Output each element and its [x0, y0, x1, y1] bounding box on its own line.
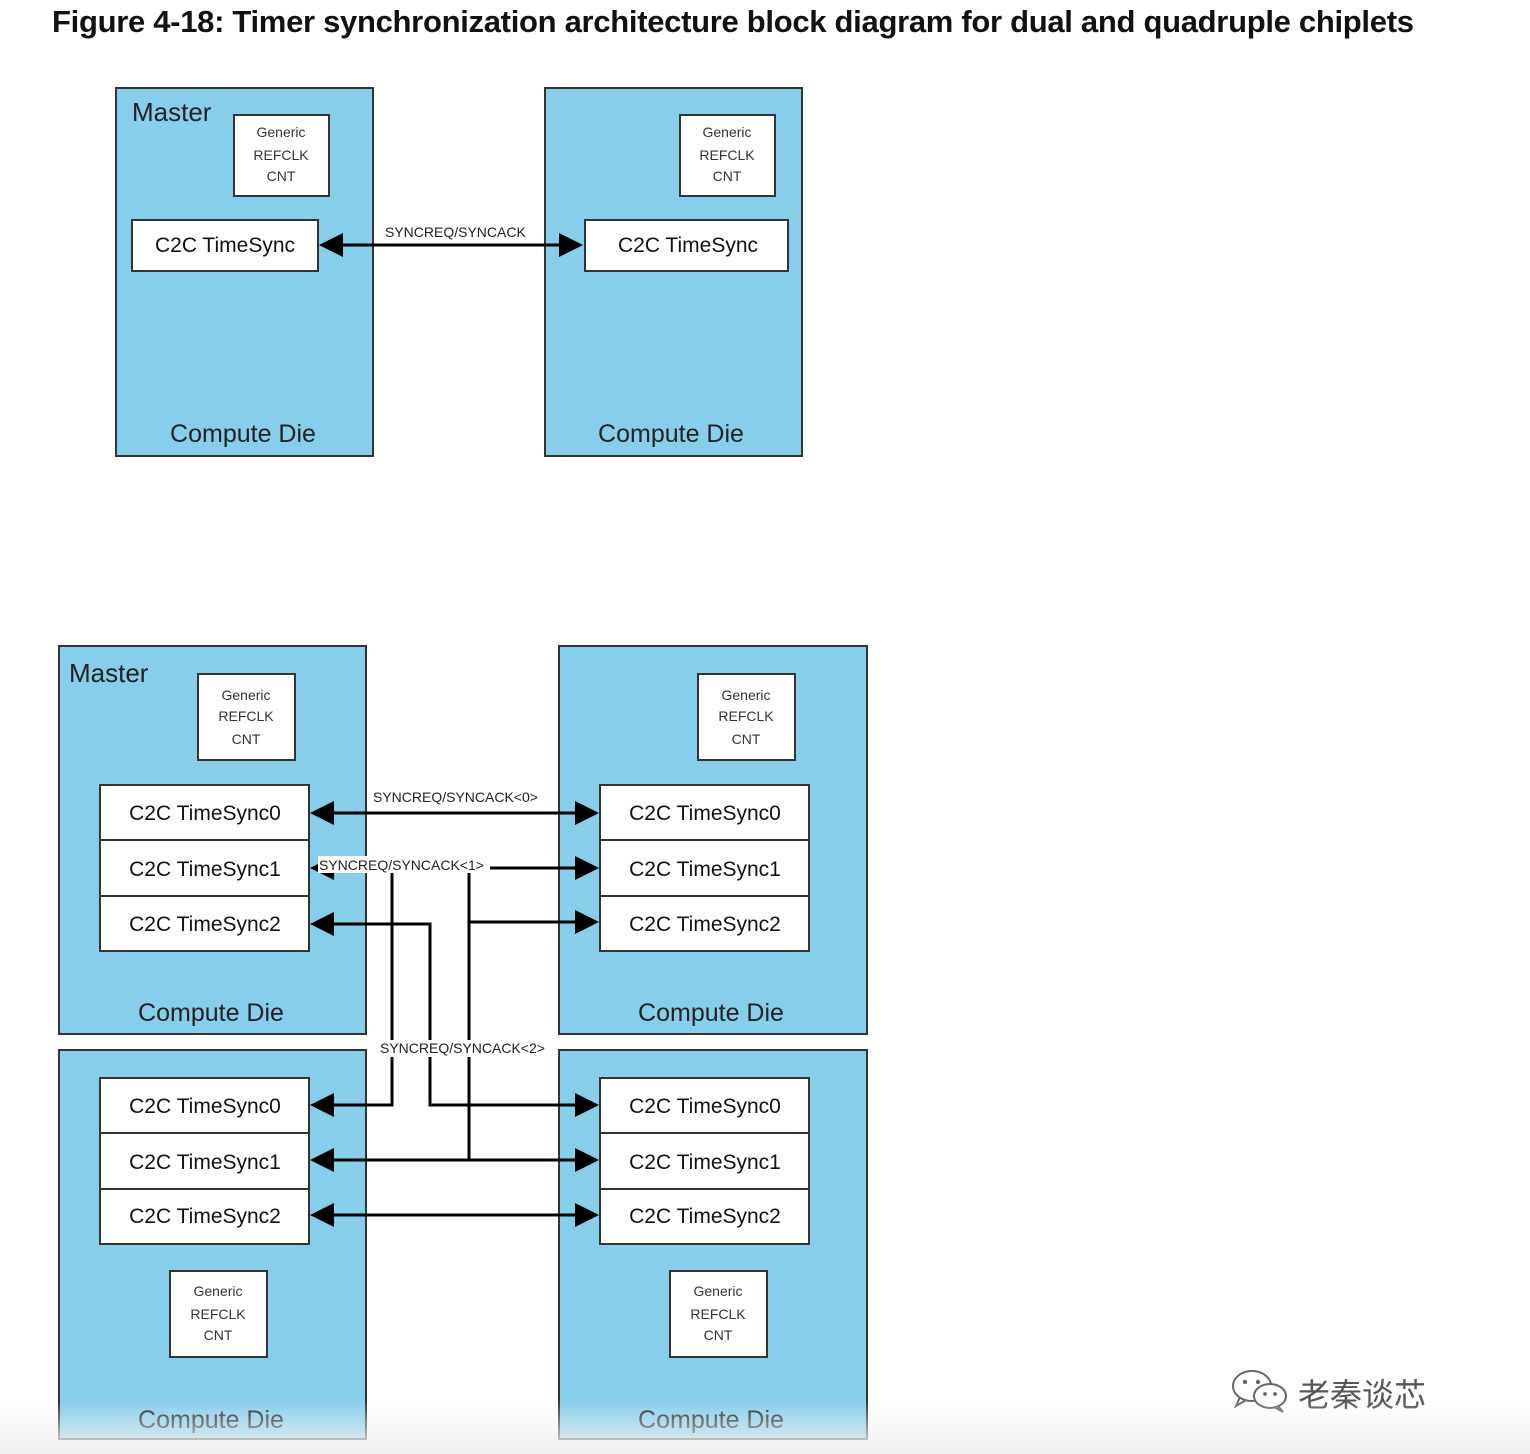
refclk-line: CNT [232, 731, 261, 747]
timesync1-block [599, 839, 810, 897]
sync-bus-label: SYNCREQ/SYNCACK [385, 224, 526, 240]
timesync2-label: C2C TimeSync2 [129, 1205, 281, 1228]
dual-sync-link: SYNCREQ/SYNCACK [319, 224, 583, 257]
quad-sync-links: SYNCREQ/SYNCACK<0> SYNCREQ/SYNCACK<1> SY… [310, 789, 599, 1227]
compute-die-label: Compute Die [138, 999, 284, 1027]
sync-bus-label-2: SYNCREQ/SYNCACK<2> [380, 1040, 545, 1056]
timesync0-label: C2C TimeSync0 [629, 1095, 781, 1118]
sync-bus-label-1: SYNCREQ/SYNCACK<1> [319, 857, 484, 873]
timesync0-label: C2C TimeSync0 [129, 802, 281, 825]
sync-link-b1-c1 [310, 856, 599, 1172]
refclk-line: CNT [713, 168, 742, 184]
timesync2-label: C2C TimeSync2 [629, 913, 781, 936]
refclk-line: CNT [267, 168, 296, 184]
timesync-label: C2C TimeSync [618, 234, 758, 257]
quad-master-die: Master Generic REFCLK CNT C2C TimeSync0 … [58, 645, 367, 1035]
refclk-line: REFCLK [190, 1306, 246, 1322]
refclk-counter: Generic REFCLK CNT [679, 114, 776, 197]
compute-die-label: Compute Die [638, 999, 784, 1027]
timesync2-label: C2C TimeSync2 [629, 1205, 781, 1228]
refclk-line: CNT [732, 731, 761, 747]
quad-bottom-left-die: C2C TimeSync0 C2C TimeSync1 C2C TimeSync… [58, 1049, 367, 1440]
dual-slave-die: Generic REFCLK CNT C2C TimeSync Compute … [544, 87, 803, 457]
refclk-line: REFCLK [218, 708, 274, 724]
timesync1-block [99, 839, 310, 897]
watermark-text: 老秦谈芯 [1298, 1375, 1427, 1414]
master-label: Master [69, 658, 149, 688]
refclk-counter: Generic REFCLK CNT [669, 1270, 768, 1358]
refclk-line: Generic [721, 687, 770, 703]
timesync2-label: C2C TimeSync2 [129, 913, 281, 936]
timesync0-block [599, 784, 810, 841]
refclk-line: REFCLK [699, 147, 755, 163]
master-label: Master [132, 97, 212, 127]
refclk-line: Generic [256, 124, 305, 140]
refclk-line: Generic [702, 124, 751, 140]
refclk-line: REFCLK [690, 1306, 746, 1322]
refclk-line: CNT [704, 1327, 733, 1343]
timesync2-block [99, 1188, 310, 1245]
refclk-line: REFCLK [718, 708, 774, 724]
refclk-line: REFCLK [253, 147, 309, 163]
watermark: 老秦谈芯 [1228, 1366, 1426, 1419]
timesync0-block [599, 1077, 810, 1134]
timesync1-label: C2C TimeSync1 [629, 858, 781, 881]
timesync-block: C2C TimeSync [584, 219, 789, 272]
refclk-counter: Generic REFCLK CNT [233, 114, 330, 197]
refclk-line: Generic [693, 1283, 742, 1299]
compute-die-label: Compute Die [170, 420, 316, 448]
timesync0-label: C2C TimeSync0 [129, 1095, 281, 1118]
refclk-counter: Generic REFCLK CNT [169, 1270, 268, 1358]
quad-chiplet-diagram: Master Generic REFCLK CNT C2C TimeSync0 … [58, 645, 868, 1440]
timesync1-label: C2C TimeSync1 [129, 858, 281, 881]
timesync2-block [599, 1188, 810, 1245]
quad-bottom-right-die: C2C TimeSync0 C2C TimeSync1 C2C TimeSync… [558, 1049, 868, 1440]
timesync1-label: C2C TimeSync1 [629, 1151, 781, 1174]
timesync1-block [99, 1132, 310, 1190]
sync-bus-label-0: SYNCREQ/SYNCACK<0> [373, 789, 538, 805]
refclk-line: Generic [193, 1283, 242, 1299]
compute-die-label: Compute Die [598, 420, 744, 448]
refclk-line: CNT [204, 1327, 233, 1343]
dual-chiplet-diagram: Master Generic REFCLK CNT C2C TimeSync C… [115, 87, 803, 457]
timesync0-label: C2C TimeSync0 [629, 802, 781, 825]
timesync2-block [599, 895, 810, 952]
refclk-counter: Generic REFCLK CNT [697, 673, 796, 761]
timesync-label: C2C TimeSync [155, 234, 295, 257]
dual-master-die: Master Generic REFCLK CNT C2C TimeSync C… [115, 87, 374, 457]
compute-die-label: Compute Die [638, 1406, 784, 1434]
wechat-icon [1228, 1366, 1290, 1419]
refclk-counter: Generic REFCLK CNT [197, 673, 296, 761]
timesync1-label: C2C TimeSync1 [129, 1151, 281, 1174]
quad-top-right-die: Generic REFCLK CNT C2C TimeSync0 C2C Tim… [558, 645, 868, 1035]
refclk-line: Generic [221, 687, 270, 703]
compute-die-label: Compute Die [138, 1406, 284, 1434]
figure-title: Figure 4-18: Timer synchronization archi… [52, 4, 1414, 39]
timesync2-block [99, 895, 310, 952]
timesync-block: C2C TimeSync [131, 219, 319, 272]
